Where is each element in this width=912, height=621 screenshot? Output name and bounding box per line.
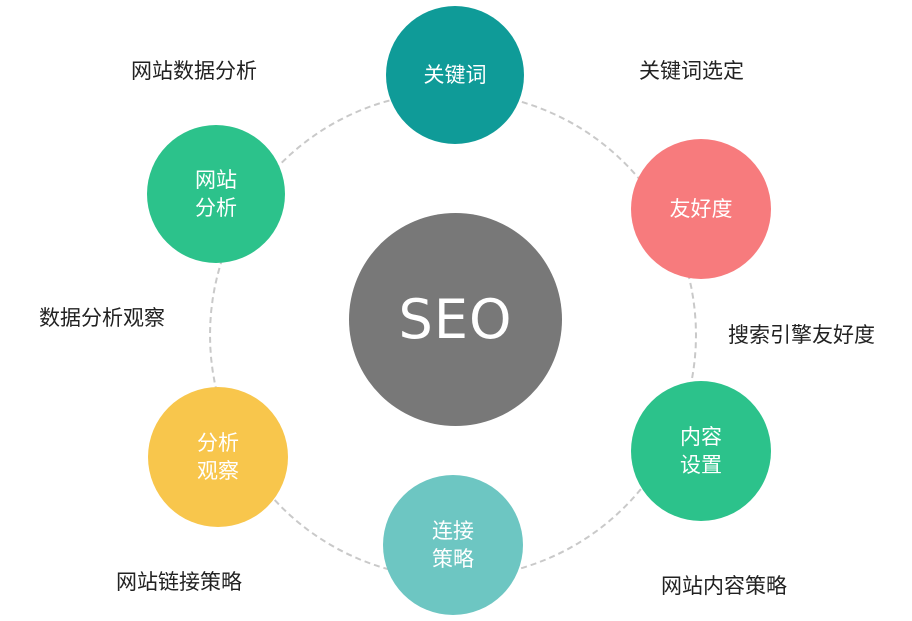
node-content-settings: 内容 设置	[631, 381, 771, 521]
node-keywords-label: 关键词	[423, 63, 487, 87]
node-link-strategy-line2: 策略	[432, 547, 474, 571]
center-node-seo: SEO	[349, 213, 562, 426]
node-site-analysis-line1: 网站	[195, 168, 237, 192]
label-site-link-strategy: 网站链接策略	[116, 570, 242, 594]
node-keywords: 关键词	[386, 6, 524, 144]
node-analysis-observation-line1: 分析	[197, 431, 239, 455]
label-search-engine-friendliness: 搜索引擎友好度	[728, 323, 875, 347]
label-site-data-analysis: 网站数据分析	[131, 59, 257, 83]
node-link-strategy: 连接 策略	[383, 475, 523, 615]
node-site-analysis: 网站 分析	[147, 125, 285, 263]
node-site-analysis-line2: 分析	[195, 196, 237, 220]
center-node-label: SEO	[398, 287, 513, 351]
label-keyword-selection: 关键词选定	[639, 59, 744, 83]
node-content-settings-line1: 内容	[680, 425, 722, 449]
label-site-content-strategy: 网站内容策略	[661, 574, 787, 598]
node-analysis-observation: 分析 观察	[148, 387, 288, 527]
node-friendliness: 友好度	[631, 139, 771, 279]
node-friendliness-label: 友好度	[669, 197, 733, 221]
node-analysis-observation-line2: 观察	[197, 459, 239, 483]
label-data-analysis-observation: 数据分析观察	[39, 306, 165, 330]
node-content-settings-line2: 设置	[680, 453, 722, 477]
node-link-strategy-line1: 连接	[432, 519, 474, 543]
